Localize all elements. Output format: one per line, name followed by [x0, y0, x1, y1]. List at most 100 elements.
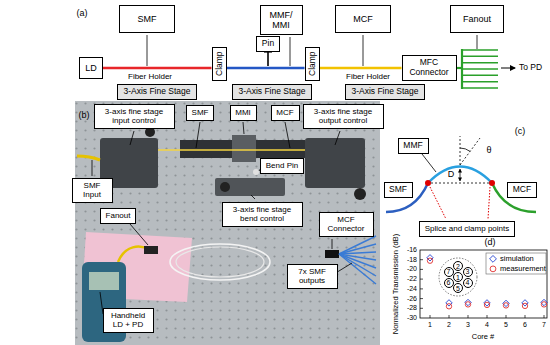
- fiber-under-test: [158, 149, 305, 150]
- node-text: Clamp: [214, 52, 224, 77]
- photo-callout: SMF Input: [72, 178, 113, 203]
- node-text: MMI: [235, 108, 251, 117]
- node-text: SMF: [138, 14, 157, 24]
- legend-entry: simulation: [489, 254, 534, 262]
- leader-line: [251, 195, 255, 199]
- photo-callout: MCF Connector: [319, 212, 374, 237]
- tick-label: 1: [428, 321, 432, 329]
- smf-output: [339, 254, 376, 268]
- photo-callout: Fanout: [100, 208, 136, 224]
- fanout-output: [462, 75, 498, 77]
- photo-callout: Bend Pin: [260, 158, 304, 174]
- measurement-point: [465, 302, 470, 307]
- output-stage: [305, 138, 365, 188]
- tick-label: -30: [407, 314, 417, 322]
- leader-line: [477, 35, 478, 49]
- legend-frame: [486, 253, 546, 274]
- note-box: Splice and clamp points: [419, 221, 515, 237]
- tick-label: 7: [542, 321, 546, 329]
- legend-circle: [490, 266, 496, 272]
- fiber-coil: [176, 247, 264, 277]
- part-label: Fiber Holder: [128, 73, 172, 82]
- tick-label: -24: [407, 285, 417, 293]
- photo-callout: 3-axis fine stage bend control: [222, 202, 303, 227]
- plot-frame: [420, 250, 547, 318]
- tick-label: 3: [466, 321, 470, 329]
- leader-line: [130, 131, 134, 145]
- tick-label: -22: [407, 275, 417, 283]
- smf-output: [339, 254, 376, 276]
- fiber-label-box: MCF: [507, 182, 537, 198]
- node-text: 3-axis fine stage output control: [308, 107, 378, 125]
- node-text: 1: [456, 274, 460, 281]
- mmf-fiber: [428, 167, 492, 184]
- core-number: 7: [444, 267, 454, 277]
- photo-callout: 3-axis fine stage input control: [94, 104, 175, 129]
- splice-point: [489, 180, 495, 186]
- fiber-connector: [320, 67, 402, 70]
- leader-line: [332, 239, 333, 249]
- node-text: 3: [466, 268, 470, 275]
- legend-diamond: [490, 255, 497, 262]
- tick-label: -16: [407, 246, 417, 254]
- baseline: [431, 183, 489, 184]
- node-text: LD: [85, 63, 97, 73]
- tick-label: -20: [407, 266, 417, 274]
- legend-text: simulation: [500, 254, 534, 262]
- node-text: SMF Input: [77, 181, 107, 199]
- measurement-point: [541, 302, 546, 307]
- measurement-point: [427, 258, 432, 263]
- photo-callout: MMI: [230, 105, 257, 121]
- panel-letter: (c): [515, 127, 526, 137]
- node-text: Bend Pin: [266, 161, 298, 170]
- node-text: SMF: [192, 108, 209, 117]
- leader-line: [422, 154, 436, 172]
- smf-output: [339, 254, 376, 284]
- core-number: 3: [463, 267, 473, 277]
- fanout-output: [462, 49, 498, 51]
- fiber-label-box: MMF: [398, 138, 429, 154]
- clamp-box: Clamp: [305, 47, 320, 81]
- component-box: SMF: [119, 5, 175, 33]
- smf-output: [339, 252, 376, 254]
- core-number: 4: [463, 278, 473, 288]
- photo-callout: 3-axis fine stage output control: [303, 104, 384, 129]
- node-text: MCF: [513, 185, 531, 195]
- node-text: Handheld LD + PD: [108, 311, 148, 329]
- node-text: Pin: [262, 39, 274, 49]
- node-text: MFC Connector: [407, 58, 451, 78]
- part-label: Fiber Holder: [346, 73, 390, 82]
- leader-line: [335, 131, 340, 145]
- node-text: MCF: [353, 14, 373, 24]
- photo-callout: Handheld LD + PD: [103, 308, 154, 333]
- laser-box: LD: [79, 57, 103, 79]
- core-number: 1: [453, 272, 463, 282]
- measurement-point: [484, 302, 489, 307]
- angle-arc: [460, 148, 470, 151]
- leader-line: [92, 160, 93, 176]
- leader-line: [147, 35, 148, 66]
- component-box: Fanout: [450, 5, 504, 33]
- node-text: 2: [456, 263, 460, 270]
- stage-knob: [354, 188, 366, 200]
- stage-box: 3-Axis Fine Stage: [232, 84, 312, 100]
- dimension-label: D: [448, 170, 455, 180]
- node-text: SMF: [389, 185, 407, 195]
- mcf-connector: [325, 250, 339, 258]
- stage-knob: [145, 127, 155, 137]
- fiber-label-box: SMF: [384, 182, 413, 198]
- stage-knob: [220, 182, 230, 192]
- leader-line: [363, 35, 364, 66]
- measurement-series: [427, 258, 546, 309]
- fiber-coil: [170, 244, 270, 280]
- mmi-holder: [232, 135, 256, 162]
- tick-label: 5: [504, 321, 508, 329]
- meter-screen: [89, 272, 119, 290]
- stage-box: 3-Axis Fine Stage: [345, 84, 425, 100]
- leader-line: [243, 122, 244, 134]
- node-text: Fanout: [463, 14, 491, 24]
- panel-letter: (a): [77, 9, 88, 19]
- node-text: MCF: [276, 108, 293, 117]
- component-box: MCF: [335, 5, 391, 33]
